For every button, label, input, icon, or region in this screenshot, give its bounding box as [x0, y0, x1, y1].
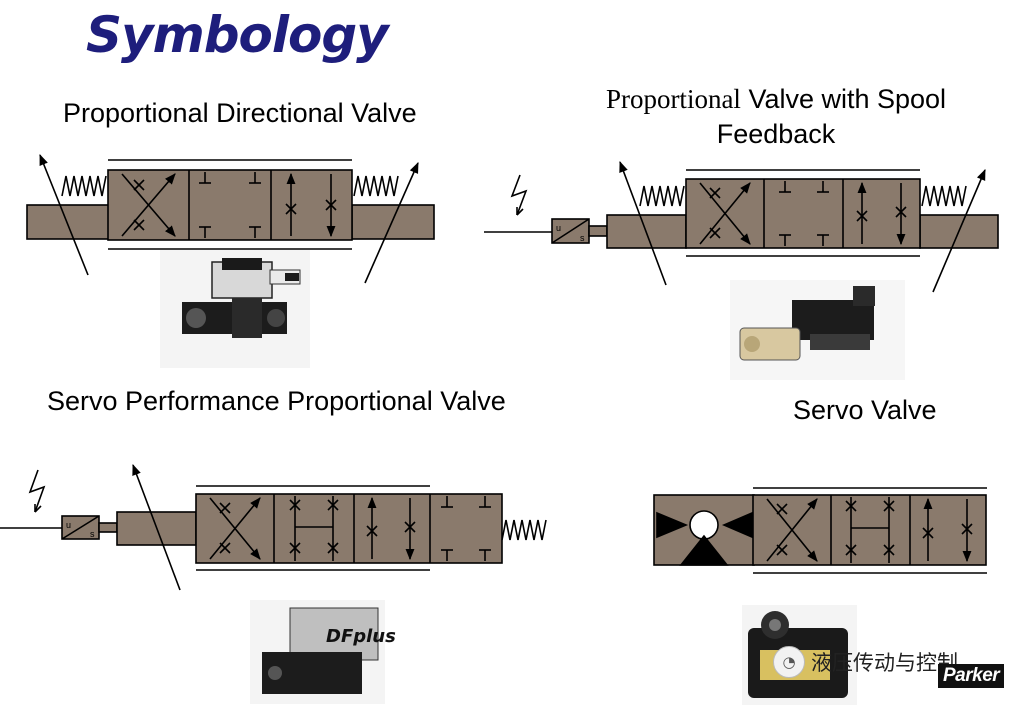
page-title: Symbology: [86, 6, 389, 64]
symbol-servo-valve: [653, 487, 987, 574]
photo-proportional-directional-valve: [160, 250, 310, 368]
dfplus-label: DFplus: [326, 626, 396, 647]
watermark-text: 液压传动与控制: [811, 651, 958, 675]
watermark: ◔ 液压传动与控制: [773, 646, 958, 678]
caption-proportional-valve-spool-feedback: Proportional Valve with Spool Feedback: [586, 82, 966, 152]
symbol-proportional-valve-spool-feedback: [484, 160, 999, 293]
parker-logo: Parker: [938, 664, 1005, 688]
wechat-icon: ◔: [773, 646, 805, 678]
caption-servo-valve: Servo Valve: [793, 395, 937, 425]
symbol-proportional-directional-valve: [26, 153, 435, 284]
photo-servo-performance-proportional-valve: DFplus: [250, 600, 396, 704]
transducer-s-label-1: s: [580, 233, 585, 243]
transducer-u-label-1: u: [556, 223, 561, 233]
symbol-servo-performance-proportional-valve: [0, 463, 547, 591]
photo-proportional-valve-spool-feedback: [730, 280, 905, 380]
caption-proportional-directional-valve: Proportional Directional Valve: [63, 98, 417, 128]
transducer-s-label-2: s: [90, 529, 95, 539]
caption-part2: Valve with Spool Feedback: [716, 84, 947, 149]
transducer-u-label-2: u: [66, 520, 71, 530]
caption-part1: Proportional: [605, 84, 741, 114]
caption-servo-performance-proportional-valve: Servo Performance Proportional Valve: [47, 386, 506, 416]
